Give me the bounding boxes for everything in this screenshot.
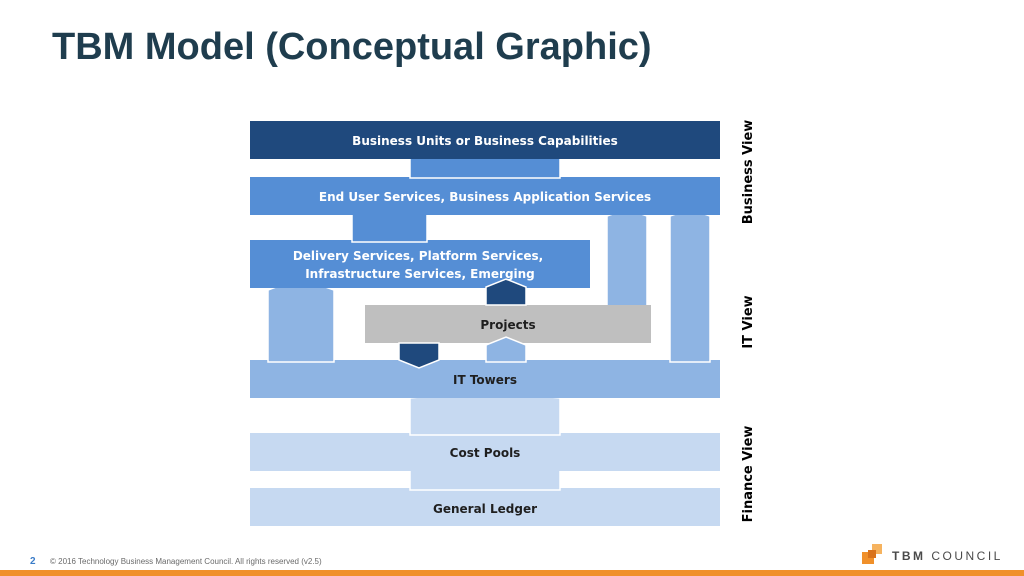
connector-ledger-to-costpools xyxy=(409,469,561,491)
business-units-bar[interactable] xyxy=(250,121,720,159)
general-ledger-bar[interactable] xyxy=(250,488,720,526)
cost-pools-bar[interactable] xyxy=(250,433,720,471)
end-user-services-bar[interactable] xyxy=(250,177,720,215)
arrow-projects-to-towers xyxy=(398,342,440,369)
copyright-text: © 2016 Technology Business Management Co… xyxy=(50,557,322,566)
projects-label: Projects xyxy=(480,318,535,332)
it-view-label: IT View xyxy=(741,295,756,348)
arrow-towers-to-enduser-right xyxy=(669,208,711,363)
projects-bar[interactable] xyxy=(365,305,651,343)
cost-pools-label: Cost Pools xyxy=(450,446,521,460)
delivery-services-label-line2: Infrastructure Services, Emerging xyxy=(305,267,535,281)
arrow-towers-to-delivery-left xyxy=(267,277,335,363)
slide-title: TBM Model (Conceptual Graphic) xyxy=(52,26,652,68)
brand-word-council: COUNCIL xyxy=(931,549,1003,563)
delivery-services-label-line1: Delivery Services, Platform Services, xyxy=(293,249,543,263)
business-units-label: Business Units or Business Capabilities xyxy=(352,134,618,148)
business-view-label: Business View xyxy=(741,120,756,225)
bottom-accent-bar xyxy=(0,570,1024,576)
it-towers-label: IT Towers xyxy=(453,373,517,387)
arrow-projects-to-delivery xyxy=(485,278,527,306)
delivery-services-bar[interactable] xyxy=(250,240,590,288)
tbm-logo-mark-icon xyxy=(862,544,882,564)
end-user-services-label: End User Services, Business Application … xyxy=(319,190,651,204)
page-number: 2 xyxy=(30,556,36,567)
general-ledger-label: General Ledger xyxy=(433,502,537,516)
connector-delivery-to-enduser xyxy=(351,213,428,243)
brand-word-tbm: TBM xyxy=(892,549,926,563)
it-towers-bar[interactable] xyxy=(250,360,720,398)
finance-view-label: Finance View xyxy=(741,426,756,523)
arrow-projects-to-enduser xyxy=(606,208,648,308)
arrow-towers-to-projects xyxy=(485,336,527,363)
connector-enduser-to-business xyxy=(409,157,561,179)
